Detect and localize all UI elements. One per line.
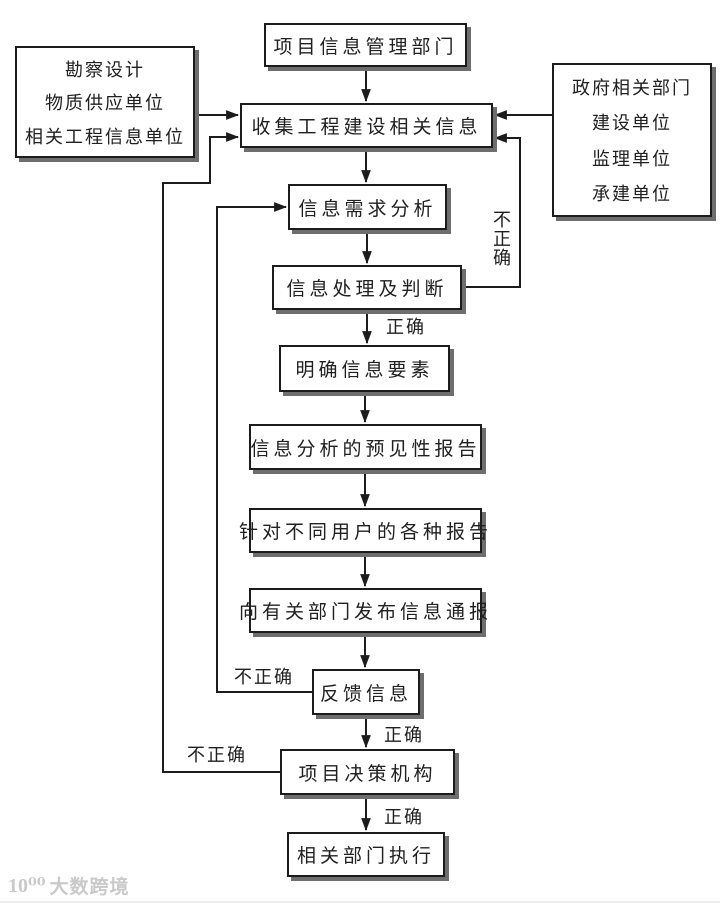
node-decision-label: 项目决策机构 xyxy=(298,763,437,785)
watermark-logo-icon: 10⁰⁰ xyxy=(8,875,46,897)
edge-label-incorrect-decision: 不正确 xyxy=(187,745,247,765)
watermark-text: 大数跨境 xyxy=(49,877,130,898)
node-process-label: 信息处理及判断 xyxy=(286,279,448,300)
node-publish-label: 向有关部门发布信息通报 xyxy=(239,602,493,623)
sources-left-line: 相关工程信息单位 xyxy=(25,126,185,147)
node-feedback-label: 反馈信息 xyxy=(319,683,412,705)
edge-label-incorrect-right: 不正确 xyxy=(493,210,511,268)
node-reports-label: 针对不同用户的各种报告 xyxy=(239,522,493,543)
node-demand-label: 信息需求分析 xyxy=(298,198,437,220)
edge-label-incorrect-feedback: 不正确 xyxy=(234,667,294,687)
sources-left-line: 勘察设计 xyxy=(65,59,145,80)
sources-right-line: 建设单位 xyxy=(592,113,672,134)
node-sources-right: 政府相关部门 建设单位 监理单位 承建单位 xyxy=(552,63,712,217)
node-execute-label: 相关部门执行 xyxy=(296,846,435,867)
loop-feedback-incorrect-to-demand xyxy=(216,202,312,693)
node-collect-label: 收集工程建设相关信息 xyxy=(251,117,482,138)
node-forecast-label: 信息分析的预见性报告 xyxy=(250,438,481,460)
bottom-edge-divider xyxy=(0,901,720,903)
node-info-dept: 项目信息管理部门 xyxy=(264,23,467,67)
sources-right-line: 监理单位 xyxy=(592,148,672,169)
loop-process-incorrect-to-collect xyxy=(462,133,521,288)
edge-label-correct-2: 正确 xyxy=(384,725,424,745)
node-demand: 信息需求分析 xyxy=(288,184,447,230)
node-execute: 相关部门执行 xyxy=(287,832,445,877)
watermark: 10⁰⁰ 大数跨境 xyxy=(8,872,130,899)
node-decision: 项目决策机构 xyxy=(280,749,455,795)
node-collect: 收集工程建设相关信息 xyxy=(240,103,493,148)
sources-left-line: 物质供应单位 xyxy=(45,93,165,113)
node-publish: 向有关部门发布信息通报 xyxy=(239,588,488,633)
edge-label-correct-3: 正确 xyxy=(384,807,424,827)
node-reports: 针对不同用户的各种报告 xyxy=(239,508,488,553)
edge-label-correct-1: 正确 xyxy=(386,317,426,337)
node-forecast: 信息分析的预见性报告 xyxy=(249,424,482,470)
node-clarify-label: 明确信息要素 xyxy=(295,360,434,381)
node-process: 信息处理及判断 xyxy=(272,265,462,310)
sources-right-line: 承建单位 xyxy=(592,183,672,204)
sources-right-line: 政府相关部门 xyxy=(572,78,692,99)
node-info-dept-label: 项目信息管理部门 xyxy=(273,36,458,58)
node-clarify: 明确信息要素 xyxy=(279,345,450,392)
node-sources-left: 勘察设计 物质供应单位 相关工程信息单位 xyxy=(15,46,195,158)
loop-decision-incorrect-to-collect xyxy=(162,132,280,773)
node-feedback: 反馈信息 xyxy=(312,669,420,715)
